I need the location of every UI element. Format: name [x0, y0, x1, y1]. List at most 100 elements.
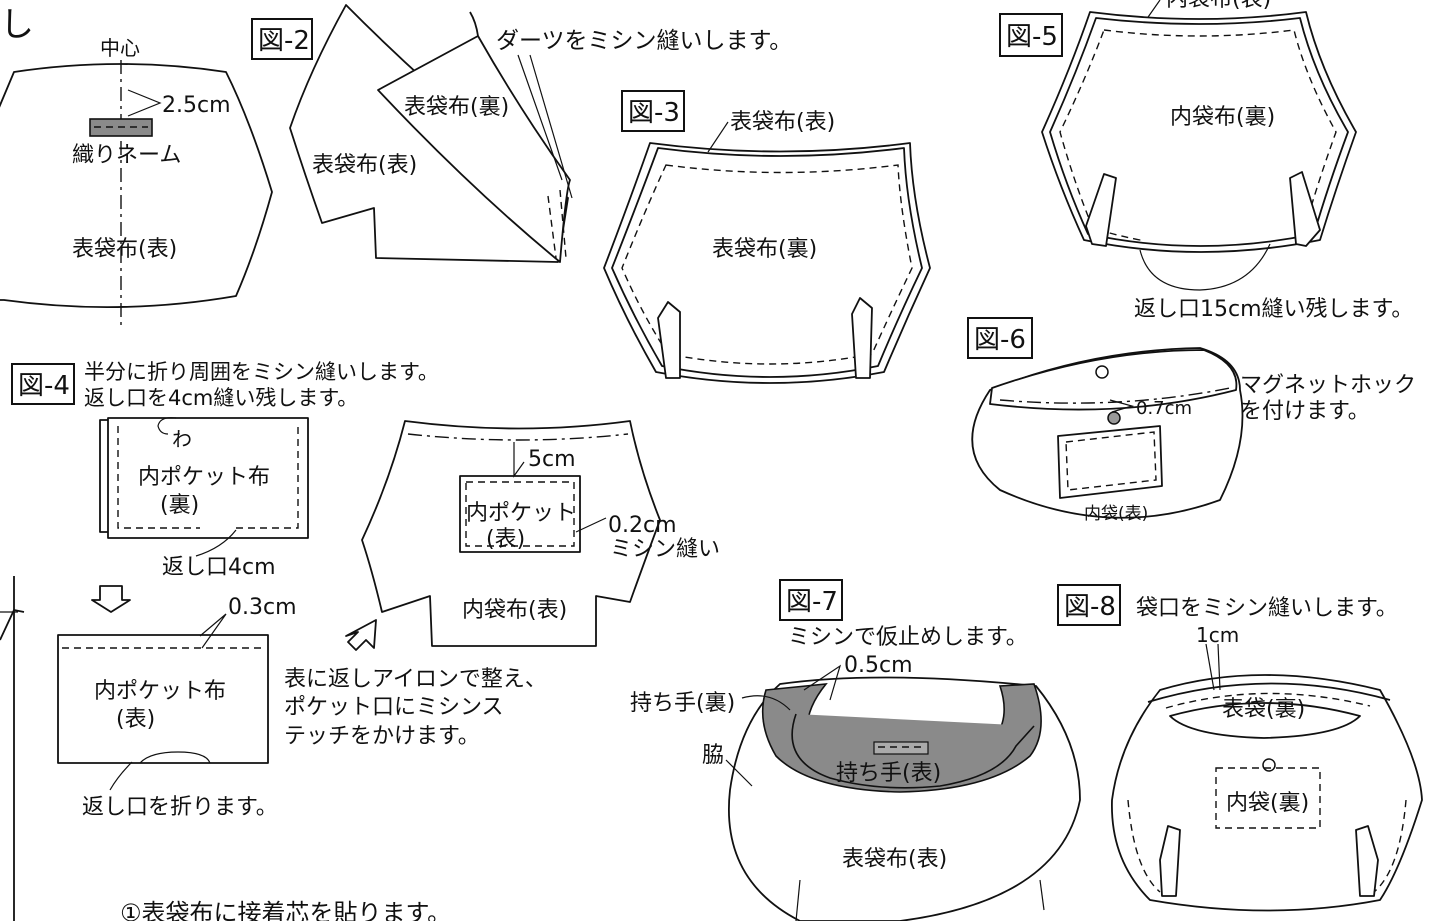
magnet-top: [1095, 365, 1109, 379]
woven-label-text: 織りネーム: [72, 143, 181, 168]
fold-opening-label: 返し口を折ります。: [82, 795, 278, 820]
figure-6: 図-6 0.7cm 内袋(表) マグネットホック を付けます。: [967, 317, 1416, 524]
diagonal-arrow-icon: [345, 619, 377, 651]
dart-left-8: [1159, 825, 1181, 897]
pocket-stitch: [117, 426, 299, 529]
handle-right-label: 持ち手(表): [836, 761, 941, 786]
dart-stitch-1: [547, 195, 557, 259]
partial-piece-corner: [0, 609, 25, 641]
opening-leader-5: [1139, 243, 1271, 291]
magnet-note-2: を付けます。: [1240, 399, 1370, 424]
opening-label: 返し口4cm: [162, 555, 276, 580]
footer-step: ①表袋布に接着芯を貼ります。: [120, 899, 451, 921]
folded-opening-mark: [139, 751, 211, 764]
fig6-title-box: [967, 317, 1033, 359]
outer-right-label: 表袋布(表): [312, 153, 417, 178]
inner-pocket-stitch-6: [1065, 431, 1157, 491]
figure-7: 図-7 ミシンで仮止めします。 0.5cm 持ち手(裏) 脇 持ち手(表) 表袋…: [630, 579, 1081, 921]
iron-note-1: 表に返しアイロンで整え、: [284, 667, 547, 692]
dart-mark-7-left: [795, 879, 801, 921]
corner-fragment-text: し: [0, 5, 34, 45]
figure-3: 図-3 表袋布(表) 表袋布(裏): [603, 90, 931, 384]
fig4-note-1: 半分に折り周囲をミシン縫いします。: [84, 360, 439, 384]
fig7-title-box: [779, 579, 843, 621]
pocket-right-label-2: (表): [116, 707, 155, 732]
fig8-title: 図-8: [1064, 592, 1116, 622]
outer-wrong-label-3: 表袋布(裏): [712, 237, 817, 262]
fig4-title: 図-4: [18, 371, 70, 401]
handle-wrong-label: 持ち手(裏): [630, 691, 735, 716]
magnet-snap: [1107, 411, 1121, 425]
woven-label-7: [873, 741, 929, 755]
figure-5: 図-5 内袋布(表) 内袋布(裏) 返し口15cm縫い残します。: [999, 0, 1413, 322]
inner-right-label-6: 内袋(表): [1084, 504, 1148, 524]
dim-0-3-label: 0.3cm: [228, 595, 297, 620]
side-stitch-right-8: [1373, 799, 1407, 893]
outer-fabric-label: 表袋布(表): [72, 237, 177, 262]
fig6-title: 図-6: [974, 325, 1026, 355]
fig3-title: 図-3: [628, 98, 680, 128]
fig3-leader: [707, 121, 729, 153]
dim-1-label: 1cm: [1196, 623, 1239, 647]
fig8-title-box: [1057, 584, 1121, 626]
down-arrow-icon: [91, 585, 131, 613]
outer-wrong-label-8: 表袋(裏): [1222, 697, 1305, 722]
dart-leader-2: [529, 54, 573, 199]
bag-opening-8: [1169, 702, 1361, 739]
figure-4: 図-4 半分に折り周囲をミシン縫いします。 返し口を4cm縫い残します。 わ 内…: [0, 360, 720, 921]
fig4-note-2: 返し口を4cm縫い残します。: [84, 386, 358, 410]
pocket-right-label-1: 内ポケット布: [94, 679, 226, 704]
magnet-note-1: マグネットホック: [1240, 373, 1416, 398]
bag-rim-8: [1147, 682, 1391, 703]
iron-note-2: ポケット口にミシンス: [284, 695, 504, 720]
outer-right-label-3: 表袋布(表): [730, 110, 835, 135]
dart-right-5: [1289, 171, 1321, 247]
figure-2: 図-2 ダーツをミシン縫いします。 表袋布(裏) 表袋布(表): [251, 4, 792, 263]
inner-pocket-label-1: 内ポケット: [466, 501, 576, 526]
fig2-title: 図-2: [258, 26, 310, 56]
dim-0-2-label: 0.2cm: [608, 513, 677, 538]
fig4-title-box: [11, 363, 75, 405]
side-label: 脇: [702, 743, 724, 768]
inner-bag-opening: [989, 349, 1238, 411]
inner-fabric-center-line: [407, 433, 629, 441]
dim-2-5-label: 2.5cm: [162, 93, 231, 118]
outer-wrong-label: 表袋布(裏): [404, 95, 509, 120]
dart-right: [851, 297, 873, 379]
outer-fabric-folded-flap: [377, 11, 571, 263]
dim-5-leader: [513, 442, 525, 478]
bag-rim-stitch-8: [1165, 692, 1371, 709]
dart-mark-7-right: [1039, 879, 1045, 911]
outer-bag-front: [611, 147, 923, 378]
fold-leader: [157, 417, 177, 435]
fig2-title-box: [251, 18, 313, 60]
fig5-title-box: [999, 13, 1063, 57]
inner-right-label-4: 内袋布(表): [462, 598, 567, 623]
dart-right-8: [1355, 825, 1379, 897]
dim-0-7-leader: [1109, 399, 1135, 413]
dim-1-leader-b: [1217, 643, 1221, 691]
outer-right-label-7: 表袋布(表): [842, 847, 947, 872]
fig7-title: 図-7: [786, 587, 838, 617]
fig7-note: ミシンで仮止めします。: [788, 625, 1028, 650]
inner-pocket: [459, 475, 581, 553]
dim-2-5-leader: [127, 89, 162, 117]
stitch-label: ミシン縫い: [610, 537, 720, 562]
inner-pocket-stitch: [465, 481, 575, 547]
bag-body-8: [1111, 674, 1423, 912]
inner-wrong-label-5: 内袋布(裏): [1170, 105, 1275, 130]
dim-1-leader-a: [1205, 643, 1215, 691]
dim-0-7-label: 0.7cm: [1136, 398, 1192, 419]
fig5-top-label: 内袋布(表): [1166, 0, 1271, 12]
opening-leader: [195, 529, 237, 557]
inner-wrong-label-8: 内袋(裏): [1226, 791, 1309, 816]
pocket-wrong-label-1: 内ポケット布: [138, 465, 270, 490]
inner-pocket-label-2: (表): [486, 527, 525, 552]
fig3-title-box: [621, 90, 685, 132]
fig8-note: 袋口をミシン縫いします。: [1136, 596, 1398, 621]
iron-note-3: テッチをかけます。: [284, 724, 480, 749]
pocket-wrong-label-2: (裏): [160, 493, 199, 518]
dart-left-5: [1085, 173, 1117, 247]
inner-pocket-6: [1057, 425, 1163, 499]
